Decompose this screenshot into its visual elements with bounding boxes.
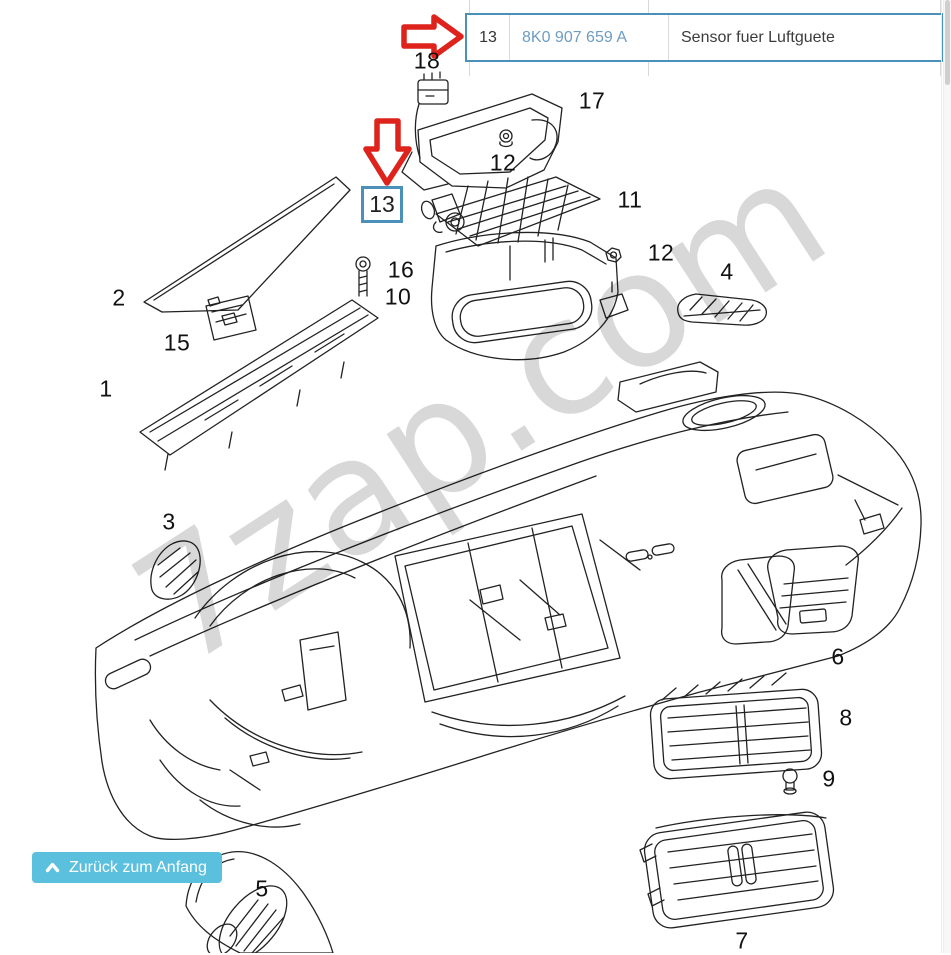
- dashboard-body-drawing: [94, 361, 922, 841]
- part-7-vent-drawing: [639, 811, 835, 929]
- part-13-sensor-drawing: [420, 193, 465, 234]
- part-12-nut-drawing: [605, 247, 622, 263]
- callout-2[interactable]: 2: [112, 284, 126, 311]
- part-11-grille-drawing: [435, 176, 601, 247]
- callout-11[interactable]: 11: [617, 186, 643, 213]
- parts-table-row-13[interactable]: 13 8K0 907 659 A Sensor fuer Luftguete: [465, 13, 943, 62]
- scrollbar-track[interactable]: [943, 0, 951, 953]
- callout-1[interactable]: 1: [99, 375, 113, 402]
- part-3-vent-drawing: [150, 540, 201, 600]
- back-to-top-button[interactable]: Zurück zum Anfang: [32, 852, 222, 883]
- callout-18[interactable]: 18: [413, 47, 441, 74]
- callout-13-highlighted[interactable]: 13: [361, 186, 403, 223]
- chevron-up-icon: [45, 861, 60, 874]
- callout-12-right[interactable]: 12: [647, 239, 675, 266]
- part-4-vent-drawing: [677, 293, 768, 326]
- callout-leader-lines: [118, 70, 838, 928]
- callout-5[interactable]: 5: [255, 875, 269, 902]
- callout-12-upper[interactable]: 12: [489, 149, 517, 176]
- callout-8[interactable]: 8: [839, 704, 853, 731]
- callout-15[interactable]: 15: [163, 329, 191, 356]
- back-to-top-label: Zurück zum Anfang: [69, 858, 207, 876]
- part-12-grommet-drawing: [499, 129, 513, 148]
- table-grid-stub: [940, 62, 941, 76]
- part-10-duct-drawing: [430, 231, 629, 361]
- part-position-cell: 13: [467, 15, 510, 60]
- part-18-connector-drawing: [414, 71, 449, 159]
- part-number-link[interactable]: 8K0 907 659 A: [510, 15, 669, 60]
- part-16-screw-drawing: [355, 256, 371, 297]
- table-grid-stub: [469, 62, 470, 76]
- callout-6[interactable]: 6: [831, 643, 845, 670]
- part-description-cell: Sensor fuer Luftguete: [681, 28, 835, 46]
- table-grid-stub: [648, 0, 649, 13]
- scrollbar-thumb[interactable]: [945, 0, 950, 85]
- table-grid-stub: [469, 0, 470, 13]
- part-2-trim-drawing: [143, 176, 351, 313]
- callout-7[interactable]: 7: [735, 927, 749, 954]
- callout-10[interactable]: 10: [384, 283, 412, 310]
- callout-4[interactable]: 4: [720, 258, 734, 285]
- callout-9[interactable]: 9: [822, 765, 836, 792]
- page-edge-line: [941, 0, 942, 953]
- part-15-retainer-drawing: [205, 295, 257, 341]
- part-8-vent-drawing: [649, 672, 823, 780]
- table-grid-stub: [940, 0, 941, 13]
- part-17-bracket-drawing: [401, 93, 563, 191]
- part-9-cap-drawing: [782, 768, 798, 795]
- callout-16[interactable]: 16: [387, 256, 415, 283]
- part-1-trim-strip-drawing: [139, 299, 379, 471]
- callout-3[interactable]: 3: [162, 508, 176, 535]
- part-6-vent-drawing: [720, 545, 859, 645]
- callout-17[interactable]: 17: [578, 87, 606, 114]
- table-grid-stub: [648, 62, 649, 76]
